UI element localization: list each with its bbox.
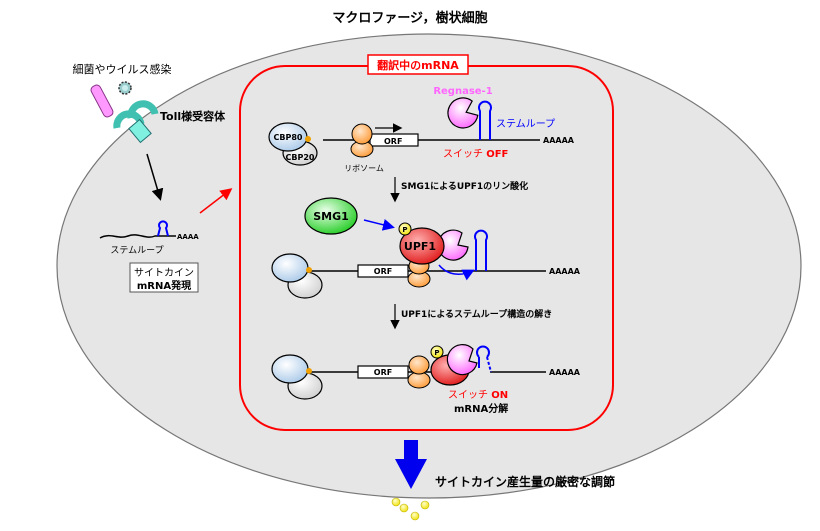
step2-phospho-label: P [402,226,407,234]
step2-orf [357,264,409,278]
step3-ribosome-large [408,355,430,375]
mrna-decay-label: mRNA分解 [454,402,508,415]
step3-phospho [430,345,444,359]
step2-cap-icon [306,267,312,273]
signal-arrow [146,153,164,201]
cytokine-particles [391,497,430,521]
step2-orf-label: ORF [374,267,392,276]
step2-cbp80 [271,253,309,283]
virus-icon [118,81,132,95]
diagram-title: マクロファージ，樹状細胞 [332,10,487,26]
step-arrow-1-label: SMG1によるUPF1のリン酸化 [401,180,528,192]
step2-stem-loop [474,229,488,271]
step3-orf-label: ORF [374,368,392,377]
step3-cap-icon [306,368,312,374]
cytokine-box-line1: サイトカイン [134,267,194,279]
smg1-label: SMG1 [313,210,349,223]
ribosome-label: リボソーム [344,164,384,173]
cytokine-mrna-box [129,262,199,293]
tlr-label: Toll様受容体 [160,109,226,123]
step1-polya: AAAAA [543,136,575,145]
step3-polya: AAAAA [549,368,581,377]
step2-phospho [398,222,412,236]
switch-on-state: ON [491,390,508,401]
step1-stem-loop [478,100,492,140]
cytokine-mrna [99,220,176,239]
step-arrow-2-label: UPF1によるステムループ構造の解き [401,308,552,320]
panel-title: 翻訳中のmRNA [377,58,459,72]
unwinding-arrow [438,264,475,281]
switch-on-label: スイッチ ON [448,389,508,401]
cbp80-label: CBP80 [274,133,303,142]
left-stem-loop-label: ステムループ [110,245,163,256]
cap-icon [305,136,311,142]
upf1 [399,227,445,265]
cytokine-box-line2: mRNA発現 [137,279,191,292]
step1-stem-loop-label: ステムループ [496,118,555,130]
panel-title-box [367,54,469,75]
step2-polya: AAAAA [549,267,581,276]
infection-label: 細菌やウイルス感染 [73,62,172,76]
step3-cbp80 [271,354,309,384]
smg1 [304,197,358,235]
to-panel-arrow [199,188,233,214]
switch-off-state: OFF [486,149,508,160]
upf1-label: UPF1 [404,240,436,253]
ribosome-large-subunit [351,123,373,145]
output-arrow [395,440,427,489]
toll-like-receptor-icon [113,100,159,144]
regnase-label: Regnase-1 [433,86,492,97]
switch-off-label: スイッチ OFF [443,148,508,160]
regnase-1 [447,97,479,129]
left-polya: AAAA [177,233,199,241]
bacterium-icon [90,84,114,118]
output-label: サイトカイン産生量の厳密な調節 [435,474,615,489]
switch-word: スイッチ [443,148,483,160]
step3-unwound-stem-loop [476,345,492,373]
step3-regnase-1 [446,344,478,376]
step3-orf [357,365,409,379]
step3-phospho-label: P [434,349,439,357]
smg1-phosphorylation-arrow [363,218,395,231]
step1-orf-label: ORF [384,137,402,146]
cbp20-label: CBP20 [286,153,315,162]
switch-on-word: スイッチ [448,389,488,401]
